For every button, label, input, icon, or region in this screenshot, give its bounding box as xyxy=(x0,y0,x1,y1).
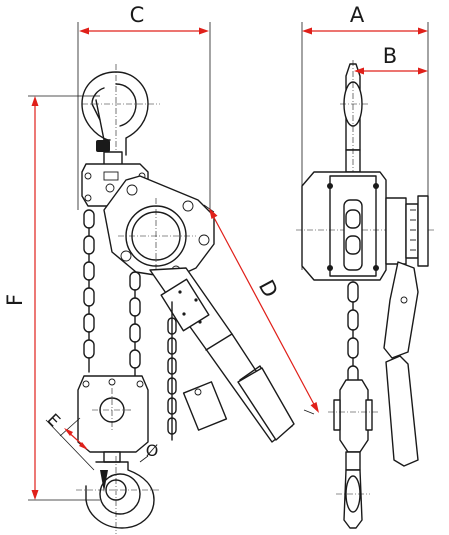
label-a: A xyxy=(350,3,365,27)
side-bottom-hook xyxy=(336,451,370,529)
label-f: F xyxy=(3,294,27,306)
side-view xyxy=(296,22,434,530)
bottom-block xyxy=(77,375,149,463)
side-lever-arm xyxy=(383,261,419,467)
label-diameter: Ø xyxy=(146,441,159,460)
bottom-hook xyxy=(76,456,160,534)
load-chain xyxy=(83,209,177,441)
dimension-line-d xyxy=(210,211,318,411)
dimension-annotations: C A B F D E Ø xyxy=(3,3,428,500)
side-chain xyxy=(347,281,359,387)
label-e: E xyxy=(44,410,65,431)
side-top-hook xyxy=(340,60,368,530)
side-housing xyxy=(296,171,434,281)
lever-body xyxy=(103,175,295,443)
side-bottom-block xyxy=(328,379,378,453)
label-d: D xyxy=(254,276,283,302)
front-view xyxy=(28,22,295,534)
label-c: C xyxy=(130,3,145,27)
label-b: B xyxy=(383,44,397,68)
top-hook xyxy=(81,64,160,160)
